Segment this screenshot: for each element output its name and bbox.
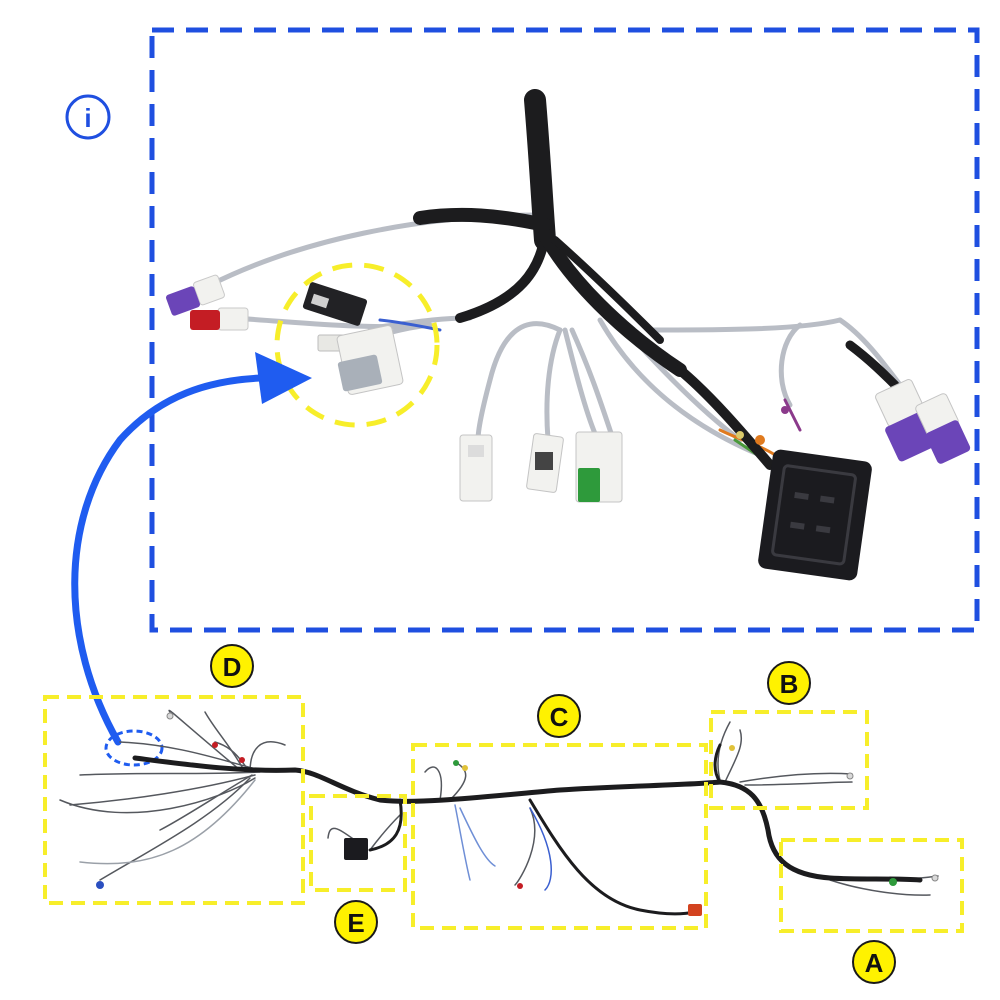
green-connector xyxy=(575,431,623,503)
purple-connector-pair xyxy=(875,379,971,464)
svg-text:B: B xyxy=(780,669,799,699)
region-label-e: E xyxy=(334,900,378,944)
callout-arrow xyxy=(71,352,312,767)
detail-panel-border xyxy=(149,27,980,633)
small-terminal-connector xyxy=(526,433,564,493)
svg-text:D: D xyxy=(223,652,242,682)
region-box-a xyxy=(779,838,964,933)
source-highlight-ellipse xyxy=(104,729,164,767)
region-box-b xyxy=(709,710,869,810)
region-label-a: A xyxy=(852,940,896,984)
harness-main-trunk xyxy=(132,743,923,916)
highlighted-connector-white xyxy=(336,325,404,395)
region-box-c xyxy=(411,743,708,930)
detail-panel: i xyxy=(65,27,980,633)
svg-text:A: A xyxy=(865,948,884,978)
region-label-c: C xyxy=(537,694,581,738)
highlight-circle xyxy=(274,262,440,428)
region-box-d xyxy=(43,695,305,905)
harness-small-connectors xyxy=(96,712,939,916)
svg-text:C: C xyxy=(550,702,569,732)
detail-marker-label: i xyxy=(84,103,91,133)
relay-socket xyxy=(758,449,872,581)
highlighted-connector-black xyxy=(302,282,368,326)
region-label-d: D xyxy=(210,644,254,688)
detail-marker-circle xyxy=(65,94,111,140)
red-connector xyxy=(190,307,249,331)
harness-branch-wires xyxy=(59,709,939,896)
detail-harness-photo xyxy=(165,89,971,581)
detail-grey-wires xyxy=(207,212,915,458)
purple-connector-left xyxy=(165,274,225,316)
full-harness-photo xyxy=(59,709,939,916)
region-box-e xyxy=(309,794,407,892)
region-boxes xyxy=(43,695,964,933)
detail-harness-trunk xyxy=(413,89,900,470)
orange-terminals xyxy=(736,406,789,445)
white-connector-tall xyxy=(459,434,493,502)
svg-text:E: E xyxy=(347,908,364,938)
region-label-b: B xyxy=(767,661,811,705)
